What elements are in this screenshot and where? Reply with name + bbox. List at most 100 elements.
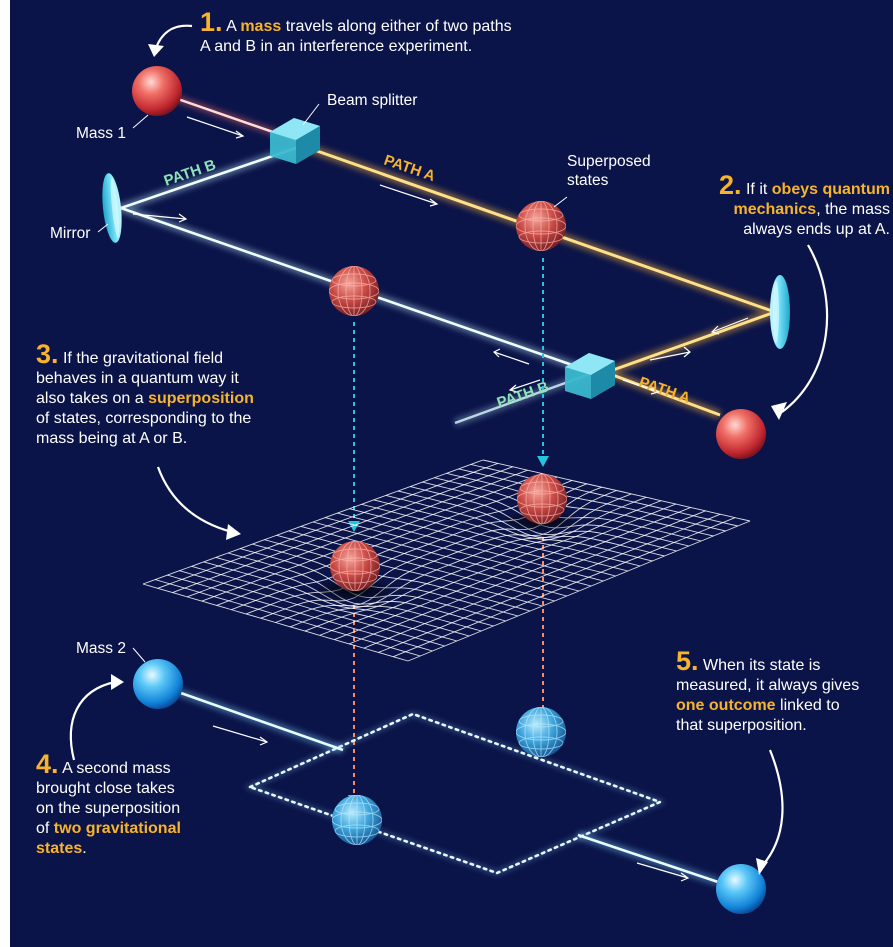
step-5-line-1: 5. When its state is: [676, 648, 888, 676]
grid-line: [203, 561, 470, 637]
step-5-highlight: one outcome: [676, 697, 776, 714]
step-1-text-b: travels along either of two paths: [281, 18, 512, 35]
grid-line: [264, 539, 531, 612]
step-2-number: 2.: [719, 170, 742, 200]
beam-splitter-icon: [270, 118, 615, 399]
step-4-line-3: on the superposition: [36, 800, 181, 817]
step-3-line-4: of states, corresponding to the: [36, 410, 252, 427]
mass-1-sphere: [132, 66, 182, 116]
leader-lines: [97, 103, 568, 663]
step-5-line-2: measured, it always gives: [676, 677, 860, 694]
field-sphere-a: [517, 474, 567, 524]
grid-line: [361, 503, 629, 572]
step-3-line-5: mass being at A or B.: [36, 430, 188, 447]
step-5-text-a: When its state is: [702, 657, 821, 674]
step-3-text-a: If the gravitational field: [62, 350, 224, 367]
grid-line: [252, 543, 519, 617]
grid-line: [397, 490, 665, 557]
step-3-line-3: also takes on a superposition: [36, 389, 296, 409]
step-3-line-2: behaves in a quantum way it: [36, 370, 239, 387]
superposed-label-line2: states: [567, 172, 609, 189]
direction-arrow-icon: [132, 116, 749, 395]
gravitational-field-grid: [142, 459, 751, 662]
grid-line: [142, 583, 409, 662]
step-2-line-1: 2. If it obeys quantum: [690, 172, 890, 200]
grid-line: [300, 525, 567, 597]
grid-line: [373, 499, 641, 567]
step-4-highlight-b: states: [36, 840, 83, 857]
field-sphere-b: [330, 541, 380, 591]
mirror-label: Mirror: [50, 225, 91, 242]
grid-line: [482, 459, 751, 522]
step-1-line-2: A and B in an interference experiment.: [200, 38, 473, 55]
superposed-sphere-path-b: [329, 266, 379, 316]
step-2-text: 2. If it obeys quantum mechanics, the ma…: [690, 172, 890, 240]
mass-2-label: Mass 2: [76, 640, 126, 657]
step-5-text: 5. When its state is measured, it always…: [676, 648, 888, 736]
step-2-line-3: always ends up at A.: [743, 221, 890, 238]
curved-arrow-icon: [111, 44, 787, 875]
superposed-sphere-path-a: [516, 201, 566, 251]
step-4-line-2: brought close takes: [36, 780, 175, 797]
grid-line: [409, 486, 677, 552]
grid-line: [276, 534, 543, 607]
grid-line: [349, 508, 616, 577]
grid-line: [458, 468, 726, 532]
step-1-text: 1. A mass travels along either of two pa…: [200, 9, 580, 57]
mass-1-label: Mass 1: [76, 125, 126, 142]
step-1-text-a: A: [226, 18, 241, 35]
path-a-label-bottom: PATH A: [637, 374, 693, 407]
grid-line: [312, 521, 580, 592]
grid-line: [288, 530, 555, 602]
grid-line: [227, 552, 494, 627]
mirror-icon: [102, 173, 790, 349]
step-4-text-b: of: [36, 820, 54, 837]
mass-2-output-sphere: [716, 864, 766, 914]
step-3-text-b: also takes on a: [36, 390, 149, 407]
step-2-text-b: , the mass: [816, 201, 890, 218]
step-2-highlight-a: obeys quantum: [771, 181, 890, 198]
grid-line: [154, 579, 421, 657]
step-4-line-1: 4. A second mass: [36, 751, 236, 779]
step-2-highlight-b: mechanics: [733, 201, 817, 218]
step-5-text-b: linked to: [775, 697, 840, 714]
step-4-text-c: .: [82, 840, 87, 857]
mass-2-superposed-sphere-b: [332, 795, 382, 845]
grid-line: [385, 494, 653, 562]
step-1-number: 1.: [200, 7, 223, 37]
beam-splitter-label: Beam splitter: [327, 92, 418, 109]
mass-2-superposed-sphere-a: [516, 707, 566, 757]
step-3-number: 3.: [36, 339, 59, 369]
step-5-line-3: one outcome linked to: [676, 696, 888, 716]
step-5-line-4: that superposition.: [676, 717, 807, 734]
grid-line: [324, 517, 592, 587]
step-1-highlight: mass: [240, 18, 282, 35]
step-4-number: 4.: [36, 749, 59, 779]
grid-line: [191, 565, 458, 642]
step-5-number: 5.: [676, 646, 699, 676]
grid-line: [446, 472, 714, 537]
superposed-label: Superposed states: [567, 152, 651, 190]
step-4-text-a: A second mass: [62, 760, 171, 777]
step-2-line-2: mechanics, the mass: [690, 200, 890, 220]
mass-1-output-sphere: [716, 409, 766, 459]
second-interferometer: [176, 688, 720, 886]
grid-line: [337, 512, 604, 582]
grid-line: [179, 570, 445, 647]
step-3-highlight: superposition: [148, 390, 254, 407]
grid-line: [167, 574, 433, 652]
step-2-text-a: If it: [745, 181, 772, 198]
curved-arrow-icon: [69, 24, 829, 867]
grid-line: [215, 556, 482, 632]
superposed-label-line1: Superposed: [567, 153, 651, 170]
grid-line: [470, 463, 738, 527]
step-4-line-4: of two gravitational: [36, 819, 236, 839]
step-1-line-1: 1. A mass travels along either of two pa…: [200, 9, 580, 37]
step-4-highlight-a: two gravitational: [53, 820, 181, 837]
step-3-text: 3. If the gravitational field behaves in…: [36, 341, 296, 449]
step-4-line-5: states.: [36, 839, 236, 859]
step-3-line-1: 3. If the gravitational field: [36, 341, 296, 369]
background-panel: [10, 0, 893, 947]
